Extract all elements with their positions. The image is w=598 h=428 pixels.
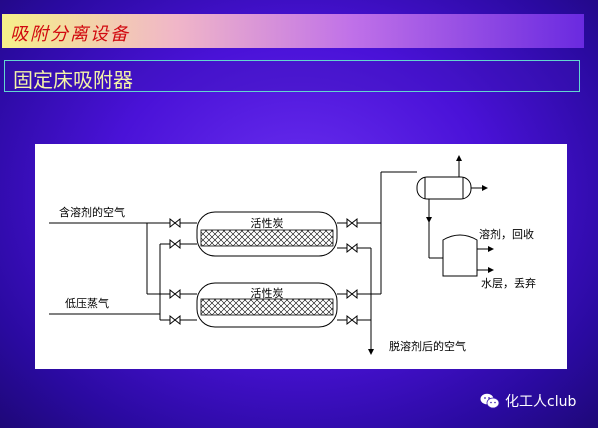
outlet-valves xyxy=(346,217,358,326)
condenser xyxy=(416,155,488,223)
header-title: 吸附分离设备 xyxy=(10,24,130,45)
adsorber-bottom-label: 活性炭 xyxy=(251,286,284,300)
fixed-bed-adsorber-diagram: 活性炭 活性炭 xyxy=(49,155,536,355)
header-bar: 吸附分离设备 xyxy=(2,14,584,48)
water-label: 水层，丢弃 xyxy=(481,276,536,290)
watermark-text: 化工人club xyxy=(505,394,577,410)
adsorber-top-label: 活性炭 xyxy=(251,216,284,230)
adsorber-top xyxy=(196,211,338,257)
steam-line xyxy=(49,243,197,321)
outlet-air-label: 脱溶剂后的空气 xyxy=(389,339,466,353)
inlet-air-line xyxy=(49,222,197,295)
slide-title: 固定床吸附器 xyxy=(13,68,133,92)
slide-title-box: 固定床吸附器 xyxy=(4,60,580,92)
inlet-air-label: 含溶剂的空气 xyxy=(59,205,125,219)
adsorber-bottom xyxy=(196,282,338,328)
wechat-icon xyxy=(480,393,500,409)
watermark: 化工人club xyxy=(480,390,576,412)
inlet-valves xyxy=(169,217,181,326)
separator xyxy=(428,222,494,277)
solvent-label: 溶剂，回收 xyxy=(479,227,534,241)
steam-label: 低压蒸气 xyxy=(65,296,109,310)
outlet-lines xyxy=(337,171,417,355)
process-diagram: 活性炭 活性炭 xyxy=(35,144,567,369)
